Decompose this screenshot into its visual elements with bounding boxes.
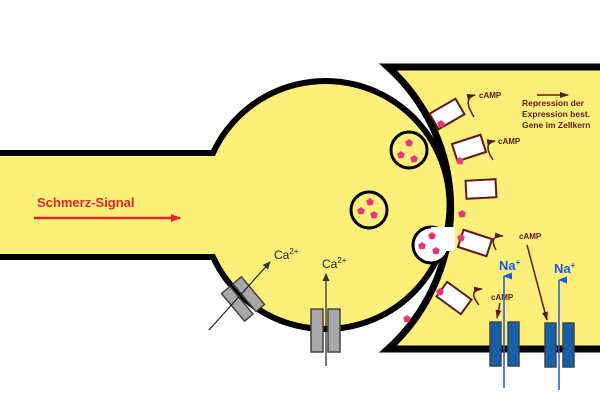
fusing-vesicle: [411, 225, 455, 265]
calcium-arrow: [208, 261, 271, 331]
calcium-label: Ca2+: [322, 256, 347, 271]
sodium-channel: [544, 322, 575, 368]
sodium-label: Na+: [499, 258, 521, 273]
camp-label: cAMP: [498, 137, 521, 146]
sodium-label: Na+: [554, 261, 576, 276]
calcium-channel: [310, 308, 341, 353]
camp-signal: [466, 92, 569, 321]
vesicle: [389, 130, 429, 170]
repression-line-1: Repression der: [522, 98, 585, 108]
signal-label: Schmerz-Signal: [37, 195, 135, 210]
receptor: [450, 133, 488, 163]
repression-line-2: Expression best.: [522, 109, 590, 119]
receptor: [464, 178, 498, 200]
camp-label: cAMP: [491, 293, 514, 302]
sodium-channel: [489, 321, 520, 367]
receptor: [435, 280, 473, 316]
presynaptic-membrane: [0, 78, 453, 332]
vesicle: [349, 190, 389, 230]
postsynaptic-cell: [388, 67, 600, 349]
repression-line-3: Gene im Zellkern: [522, 120, 591, 130]
camp-label: cAMP: [519, 232, 542, 241]
calcium-label: Ca2+: [274, 247, 299, 262]
camp-label: cAMP: [479, 91, 502, 100]
receptor: [428, 97, 466, 131]
calcium-channel: [220, 275, 266, 323]
presynaptic-terminal: [0, 81, 450, 329]
